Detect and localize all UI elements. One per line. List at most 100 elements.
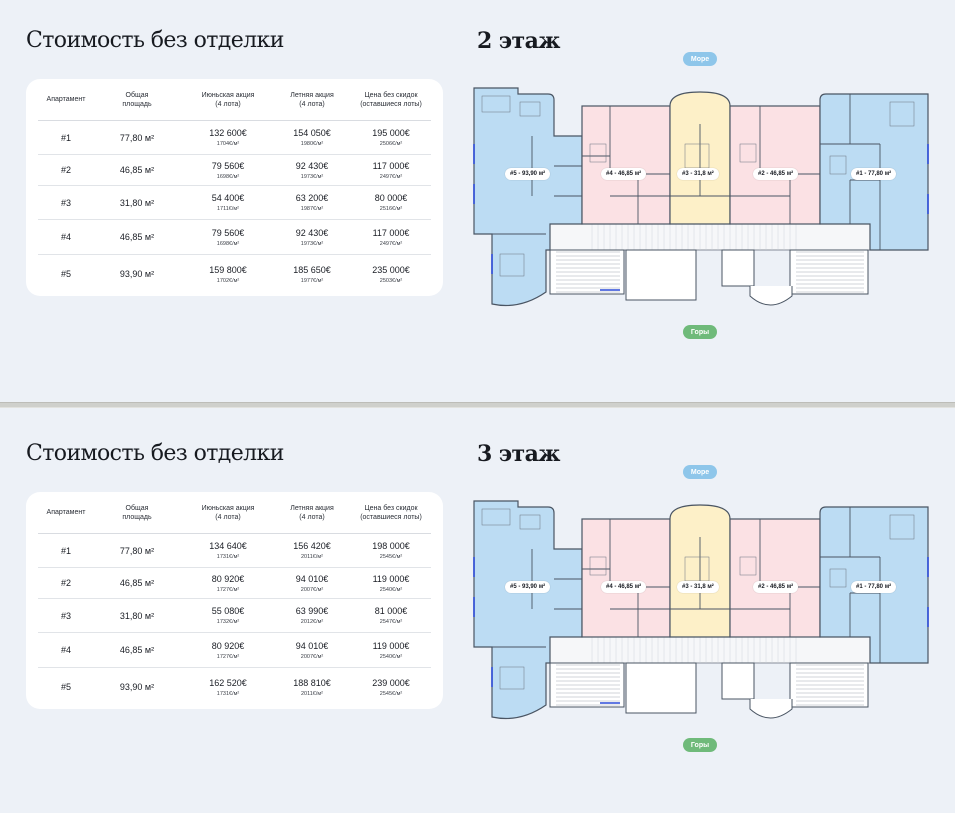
june-price-per-sqm: 1698€/м²: [216, 173, 240, 180]
apartment-label-1[interactable]: #1 - 77,80 м²: [851, 581, 897, 593]
june-price: 132 600€: [209, 128, 247, 138]
summer-price-per-sqm: 2011€/м²: [300, 554, 324, 560]
price-table: Апартамент Общая площадь Июньская акция …: [26, 492, 443, 709]
apartment-number: #3: [60, 610, 71, 621]
elevator: [721, 662, 755, 700]
cell-area: 46,85 м²: [94, 220, 180, 254]
apartment-label-4[interactable]: #4 - 46,85 м²: [601, 168, 647, 180]
full-price-per-sqm: 2497€/м²: [379, 173, 403, 180]
full-price-per-sqm: 2516€/м²: [379, 206, 403, 212]
apartment-1-outline: [819, 93, 929, 251]
cell-area: 31,80 м²: [94, 599, 180, 632]
cell-apartment: #2: [38, 155, 94, 185]
elevator-hall: [625, 249, 697, 301]
furniture: [589, 556, 607, 576]
header-summer-promo: Летняя акция (4 лота): [290, 91, 334, 108]
june-price-per-sqm: 1727€/м²: [216, 586, 240, 593]
corridor: [539, 223, 881, 251]
cell-area: 77,80 м²: [94, 121, 180, 154]
cell-summer: 188 810€2011€/м²: [276, 668, 348, 706]
summer-price-per-sqm: 2007€/м²: [300, 586, 324, 593]
furniture: [481, 95, 511, 113]
furniture: [519, 514, 541, 530]
area-value: 31,80 м²: [119, 197, 155, 208]
cell-full: 235 000€2503€/м²: [348, 255, 434, 293]
apartment-number: #3: [60, 197, 71, 208]
summer-price: 94 010€: [295, 573, 329, 584]
summer-price-per-sqm: 1980€/м²: [300, 141, 324, 147]
cell-area: 93,90 м²: [94, 668, 180, 706]
june-price-per-sqm: 1704€/м²: [216, 141, 240, 147]
floor-plan-drawing: [473, 500, 929, 720]
apartment-label-5[interactable]: #5 - 93,90 м²: [505, 168, 551, 180]
apartment-number: #4: [60, 232, 71, 242]
furniture: [889, 514, 915, 540]
cell-apartment: #5: [38, 668, 94, 706]
furniture: [519, 101, 541, 117]
cell-area: 77,80 м²: [94, 534, 180, 567]
full-price: 239 000€: [372, 677, 410, 688]
apartment-number: #2: [60, 165, 71, 175]
sea-badge: Море: [683, 465, 717, 479]
june-price-per-sqm: 1732€/м²: [216, 619, 240, 625]
summer-price: 63 200€: [295, 193, 329, 203]
area-value: 77,80 м²: [119, 132, 155, 143]
cell-summer: 63 990€2012€/м²: [276, 599, 348, 632]
furniture: [739, 143, 757, 163]
apartment-label-3[interactable]: #3 - 31,8 м²: [677, 168, 719, 180]
full-price-per-sqm: 2506€/м²: [379, 141, 403, 147]
cell-full: 119 000€ 2540€/м²: [348, 568, 434, 598]
cell-full: 198 000€2545€/м²: [348, 534, 434, 567]
cell-apartment: #5: [38, 255, 94, 293]
cell-full: 117 000€2497€/м²: [348, 220, 434, 254]
cell-june: 80 920€1727€/м²: [180, 633, 276, 667]
full-price-per-sqm: 2540€/м²: [379, 586, 403, 593]
full-price: 119 000€: [372, 573, 410, 584]
apartment-label-2[interactable]: #2 - 46,85 м²: [753, 581, 799, 593]
summer-price-per-sqm: 2012€/м²: [300, 619, 324, 625]
apartment-label-2[interactable]: #2 - 46,85 м²: [753, 168, 799, 180]
june-price-per-sqm: 1731€/м²: [216, 554, 240, 560]
apartment-1-outline: [819, 506, 929, 664]
apartment-label-4[interactable]: #4 - 46,85 м²: [601, 581, 647, 593]
full-price: 80 000€: [374, 193, 408, 203]
full-price-per-sqm: 2503€/м²: [379, 277, 403, 284]
full-price-per-sqm: 2540€/м²: [379, 653, 403, 660]
floor-title: 3 этаж: [477, 441, 560, 467]
furniture: [499, 666, 525, 690]
apartment-label-5[interactable]: #5 - 93,90 м²: [505, 581, 551, 593]
header-summer-promo: Летняя акция (4 лота): [290, 504, 334, 521]
full-price: 81 000€: [374, 606, 408, 616]
corridor: [539, 636, 881, 664]
area-value: 93,90 м²: [119, 682, 155, 692]
area-value: 77,80 м²: [119, 545, 155, 556]
table-header: Апартамент Общая площадь Июньская акция …: [38, 492, 431, 534]
full-price: 198 000€: [372, 541, 410, 551]
june-price-per-sqm: 1711€/м²: [216, 206, 240, 212]
june-price: 162 520€: [209, 677, 247, 688]
header-june-promo: Июньская акция (4 лота): [201, 91, 255, 108]
table-header: Апартамент Общая площадь Июньская акция …: [38, 79, 431, 121]
mountains-badge: Горы: [683, 325, 717, 339]
full-price: 119 000€: [372, 640, 410, 651]
cell-apartment: #3: [38, 599, 94, 632]
summer-price: 156 420€: [293, 541, 331, 551]
june-price: 134 640€: [209, 541, 247, 551]
apartment-label-3[interactable]: #3 - 31,8 м²: [677, 581, 719, 593]
summer-price-per-sqm: 1973€/м²: [300, 240, 324, 247]
june-price-per-sqm: 1698€/м²: [216, 240, 240, 247]
cell-apartment: #4: [38, 220, 94, 254]
floor-plan: #5 - 93,90 м² #4 - 46,85 м² #3 - 31,8 м² #2…: [470, 84, 932, 312]
cell-june: 134 640€ 1731€/м²: [180, 534, 276, 567]
cell-summer: 154 050€1980€/м²: [276, 121, 348, 154]
cell-summer: 185 650€1977€/м²: [276, 255, 348, 293]
cell-area: 46,85 м²: [94, 155, 180, 185]
elevator: [721, 249, 755, 287]
section-title: Стоимость без отделки: [26, 28, 284, 53]
full-price-per-sqm: 2547€/м²: [379, 619, 403, 625]
apartment-label-1[interactable]: #1 - 77,80 м²: [851, 168, 897, 180]
cell-area: 46,85 м²: [94, 633, 180, 667]
